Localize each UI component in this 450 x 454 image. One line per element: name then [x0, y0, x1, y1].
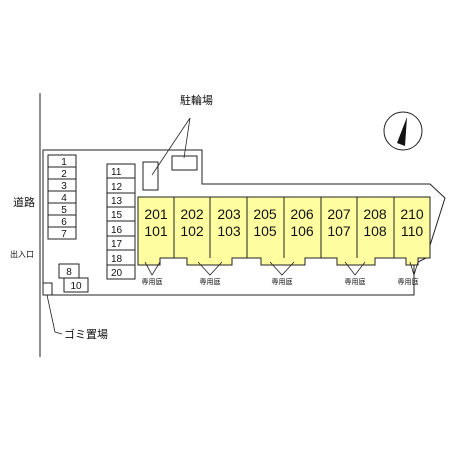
parking-slot-label: 7 — [61, 229, 67, 240]
parking-slot-label: 6 — [61, 217, 67, 228]
garden-label: 専用庭 — [345, 277, 366, 286]
parking-slot-label: 20 — [111, 268, 123, 279]
bicycle-leader-line — [151, 117, 191, 176]
garden-label: 専用庭 — [200, 277, 221, 286]
lot-outline — [42, 149, 446, 296]
unit-label-lower: 105 — [253, 223, 277, 239]
parking-slot-label: 4 — [61, 193, 67, 204]
parking-slot-label: 5 — [61, 205, 67, 216]
parking-slot-label: 3 — [61, 181, 67, 192]
road-label: 道路 — [13, 195, 35, 209]
parking-middle-group: 11 12 13 15 16 17 18 20 — [106, 163, 136, 280]
parking-slot-label: 10 — [70, 281, 82, 292]
garbage-label: ゴミ置場 — [64, 327, 108, 341]
unit-label-upper: 208 — [363, 206, 387, 222]
parking-slot-label: 11 — [111, 167, 122, 178]
garden-label: 専用庭 — [398, 277, 419, 286]
parking-slot-label: 17 — [111, 239, 123, 250]
parking-bottom-group: 8 10 — [58, 263, 89, 293]
parking-slot-10-box — [63, 277, 89, 293]
parking-slot-label: 12 — [111, 182, 123, 193]
parking-slot-label: 13 — [111, 196, 123, 207]
unit-label-lower: 106 — [290, 223, 314, 239]
parking-slot-label: 18 — [111, 254, 123, 265]
unit-label-upper: 203 — [217, 206, 241, 222]
building: 201 101 202 102 203 103 205 105 206 106 … — [137, 196, 431, 266]
unit-label-lower: 102 — [180, 223, 204, 239]
bicycle-parking-box-left — [142, 161, 159, 191]
entrance-label: 出入口 — [10, 249, 34, 259]
bicycle-parking-label: 駐輪場 — [180, 93, 213, 107]
garden-label: 専用庭 — [272, 277, 293, 286]
garden-leaders — [144, 261, 419, 277]
unit-label-upper: 207 — [327, 206, 351, 222]
garden-label: 専用庭 — [142, 277, 163, 286]
parking-left-group: 1 2 3 4 5 6 7 — [47, 154, 77, 240]
unit-label-lower: 107 — [327, 223, 351, 239]
unit-label-upper: 205 — [253, 206, 277, 222]
parking-left-frame — [47, 154, 77, 240]
parking-slot-label: 16 — [111, 225, 123, 236]
unit-label-lower: 110 — [401, 223, 424, 239]
unit-label-upper: 206 — [290, 206, 314, 222]
parking-slot-label: 1 — [61, 157, 67, 168]
unit-label-upper: 210 — [400, 206, 424, 222]
garbage-leader-line — [46, 294, 63, 335]
unit-label-upper: 202 — [180, 206, 204, 222]
bicycle-leader-line — [183, 117, 191, 159]
unit-label-lower: 103 — [217, 223, 241, 239]
north-arrow-icon — [383, 111, 423, 151]
unit-label-upper: 201 — [144, 206, 168, 222]
unit-label-lower: 108 — [363, 223, 387, 239]
bicycle-parking-box-right — [171, 155, 198, 171]
parking-slot-label: 2 — [61, 169, 67, 180]
garbage-area-box — [42, 282, 53, 296]
parking-slot-label: 15 — [111, 210, 123, 221]
unit-label-lower: 101 — [144, 223, 168, 239]
parking-slot-label: 8 — [66, 267, 72, 278]
